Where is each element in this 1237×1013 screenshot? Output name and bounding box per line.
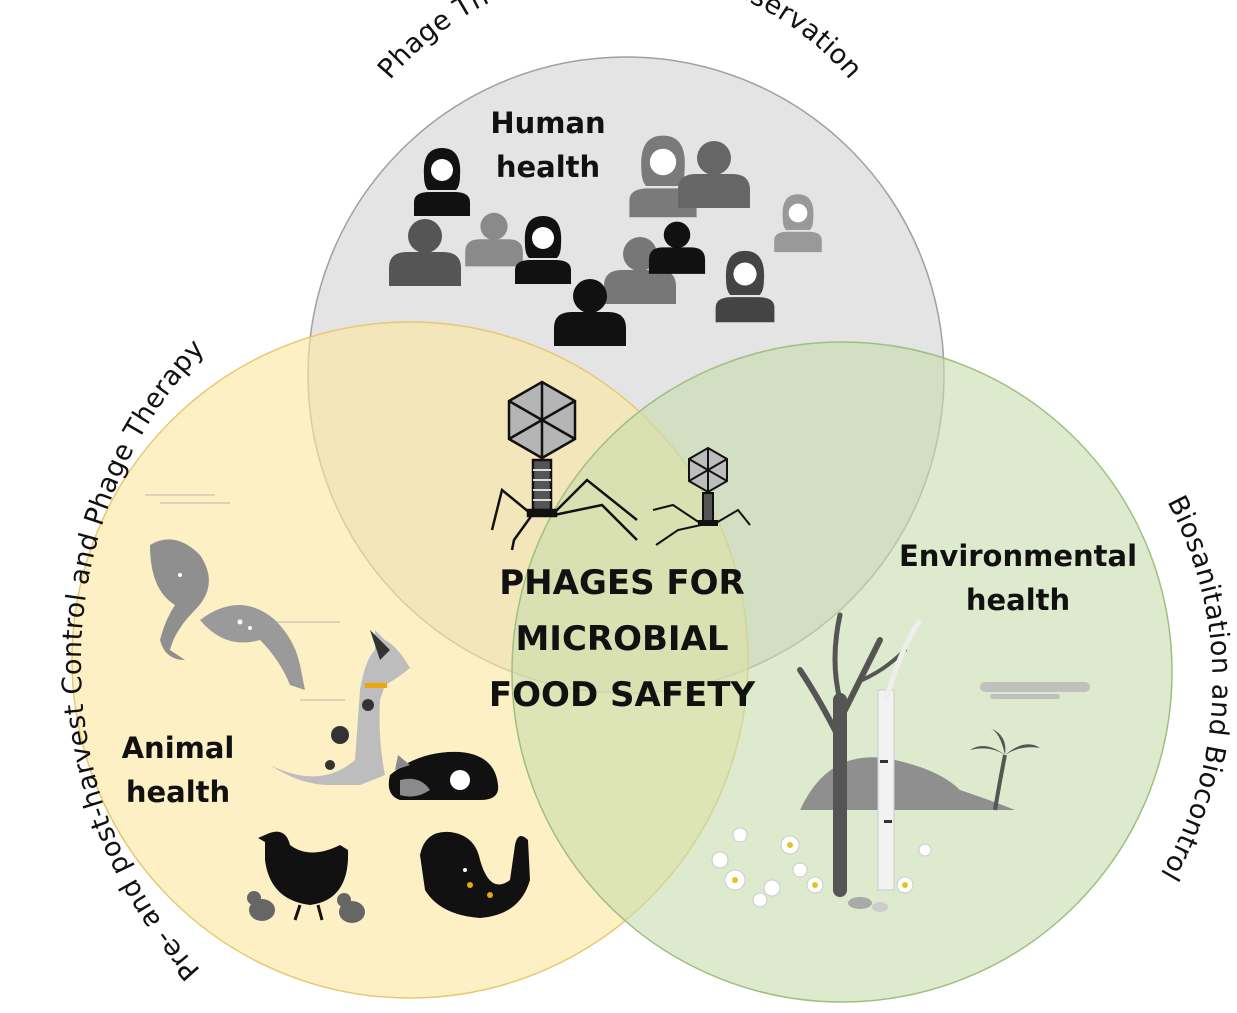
chick-icon xyxy=(247,891,365,923)
dog-icon xyxy=(270,630,410,785)
environmental-health-label-line2: health xyxy=(966,583,1070,617)
flowers-icon xyxy=(711,827,932,908)
birch-tree-icon xyxy=(877,618,923,891)
bacteriophage-small-icon xyxy=(652,446,751,546)
animal-health-label-line2: health xyxy=(126,775,230,809)
environmental-health-circle xyxy=(511,341,1173,1003)
cloud-streak-icon xyxy=(980,682,1090,699)
human-health-label-line2: health xyxy=(496,150,600,184)
animal-health-label-line1: Animal xyxy=(122,731,235,765)
fish-icon xyxy=(150,539,305,690)
center-label-line1: PHAGES FOR xyxy=(499,563,744,603)
stones-icon xyxy=(848,897,888,912)
center-label-line3: FOOD SAFETY xyxy=(489,675,756,715)
palm-tree-icon xyxy=(970,728,1040,811)
human-health-label-line1: Human xyxy=(490,106,605,140)
cat-icon xyxy=(388,751,499,800)
water-lines xyxy=(145,494,345,701)
turkey-icon xyxy=(420,831,530,918)
environmental-health-label-line1: Environmental xyxy=(899,539,1137,573)
island-icon xyxy=(800,757,1015,810)
center-label-line2: MICROBIAL xyxy=(515,619,728,659)
bacteriophage-icon xyxy=(490,380,638,551)
hen-icon xyxy=(258,831,349,921)
tree-icon xyxy=(797,612,907,897)
